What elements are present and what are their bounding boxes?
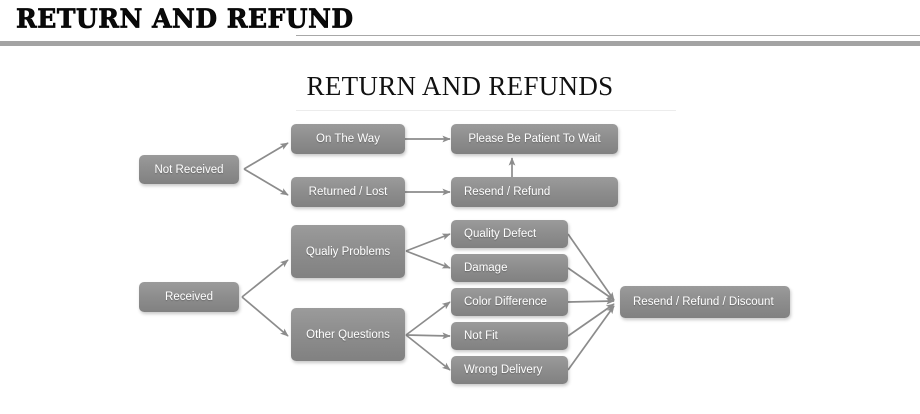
arrow-damage-final bbox=[567, 267, 615, 301]
node-quality-problems[interactable]: Qualiy Problems bbox=[291, 225, 405, 278]
node-not-received-label: Not Received bbox=[154, 163, 224, 176]
diagram-title: RETURN AND REFUNDS bbox=[306, 71, 614, 101]
arrow-colordifference-final bbox=[567, 297, 615, 305]
node-quality-defect[interactable]: Quality Defect bbox=[451, 220, 568, 248]
diagram-title-rule bbox=[296, 110, 676, 111]
header-rule bbox=[296, 35, 920, 36]
node-quality-problems-label: Qualiy Problems bbox=[305, 245, 391, 258]
node-wrong-delivery-label: Wrong Delivery bbox=[464, 364, 543, 376]
node-resend-refund-discount-label: Resend / Refund / Discount bbox=[633, 296, 774, 308]
node-resend-refund-discount[interactable]: Resend / Refund / Discount bbox=[620, 286, 790, 318]
node-quality-defect-label: Quality Defect bbox=[464, 228, 537, 240]
arrow-notreceived-ontheway bbox=[243, 142, 289, 170]
arrow-received-qualityproblems bbox=[241, 259, 289, 298]
node-please-be-patient-to-wait-label: Please Be Patient To Wait bbox=[468, 133, 601, 145]
node-returned-lost-label: Returned / Lost bbox=[308, 186, 388, 198]
node-not-fit[interactable]: Not Fit bbox=[451, 322, 568, 350]
node-resend-refund[interactable]: Resend / Refund bbox=[451, 177, 618, 207]
node-other-questions-label: Other Questions bbox=[306, 328, 390, 341]
arrow-wrongdelivery-final bbox=[567, 305, 615, 371]
arrow-otherquestions-colordifference bbox=[405, 301, 451, 336]
node-on-the-way[interactable]: On The Way bbox=[291, 124, 405, 154]
arrow-otherquestions-wrongdelivery bbox=[405, 334, 451, 371]
node-damage[interactable]: Damage bbox=[451, 254, 568, 282]
page-title: RETURN AND REFUND bbox=[16, 3, 354, 34]
arrow-layer bbox=[241, 135, 615, 371]
node-not-fit-label: Not Fit bbox=[464, 330, 498, 342]
flowchart: RETURN AND REFUNDS bbox=[0, 48, 920, 414]
arrow-notreceived-returnedlost bbox=[243, 168, 289, 196]
node-other-questions[interactable]: Other Questions bbox=[291, 308, 405, 361]
node-please-be-patient-to-wait[interactable]: Please Be Patient To Wait bbox=[451, 124, 618, 154]
node-damage-label: Damage bbox=[464, 262, 508, 274]
arrow-qualityproblems-qualitydefect bbox=[405, 233, 451, 252]
arrow-qualityproblems-damage bbox=[405, 250, 451, 269]
node-returned-lost[interactable]: Returned / Lost bbox=[291, 177, 405, 207]
arrow-qualitydefect-final bbox=[567, 233, 615, 301]
node-not-received[interactable]: Not Received bbox=[139, 155, 239, 184]
page-header: RETURN AND REFUND bbox=[0, 0, 920, 48]
node-resend-refund-label: Resend / Refund bbox=[464, 186, 551, 198]
node-on-the-way-label: On The Way bbox=[316, 133, 380, 145]
node-color-difference[interactable]: Color Difference bbox=[451, 288, 568, 316]
arrow-notfit-final bbox=[567, 303, 615, 337]
node-color-difference-label: Color Difference bbox=[464, 296, 547, 308]
header-bar bbox=[0, 41, 920, 46]
arrow-received-otherquestions bbox=[241, 296, 289, 337]
node-wrong-delivery[interactable]: Wrong Delivery bbox=[451, 356, 568, 384]
node-received-label: Received bbox=[165, 291, 213, 303]
node-received[interactable]: Received bbox=[139, 282, 239, 312]
arrow-otherquestions-notfit bbox=[405, 332, 451, 340]
